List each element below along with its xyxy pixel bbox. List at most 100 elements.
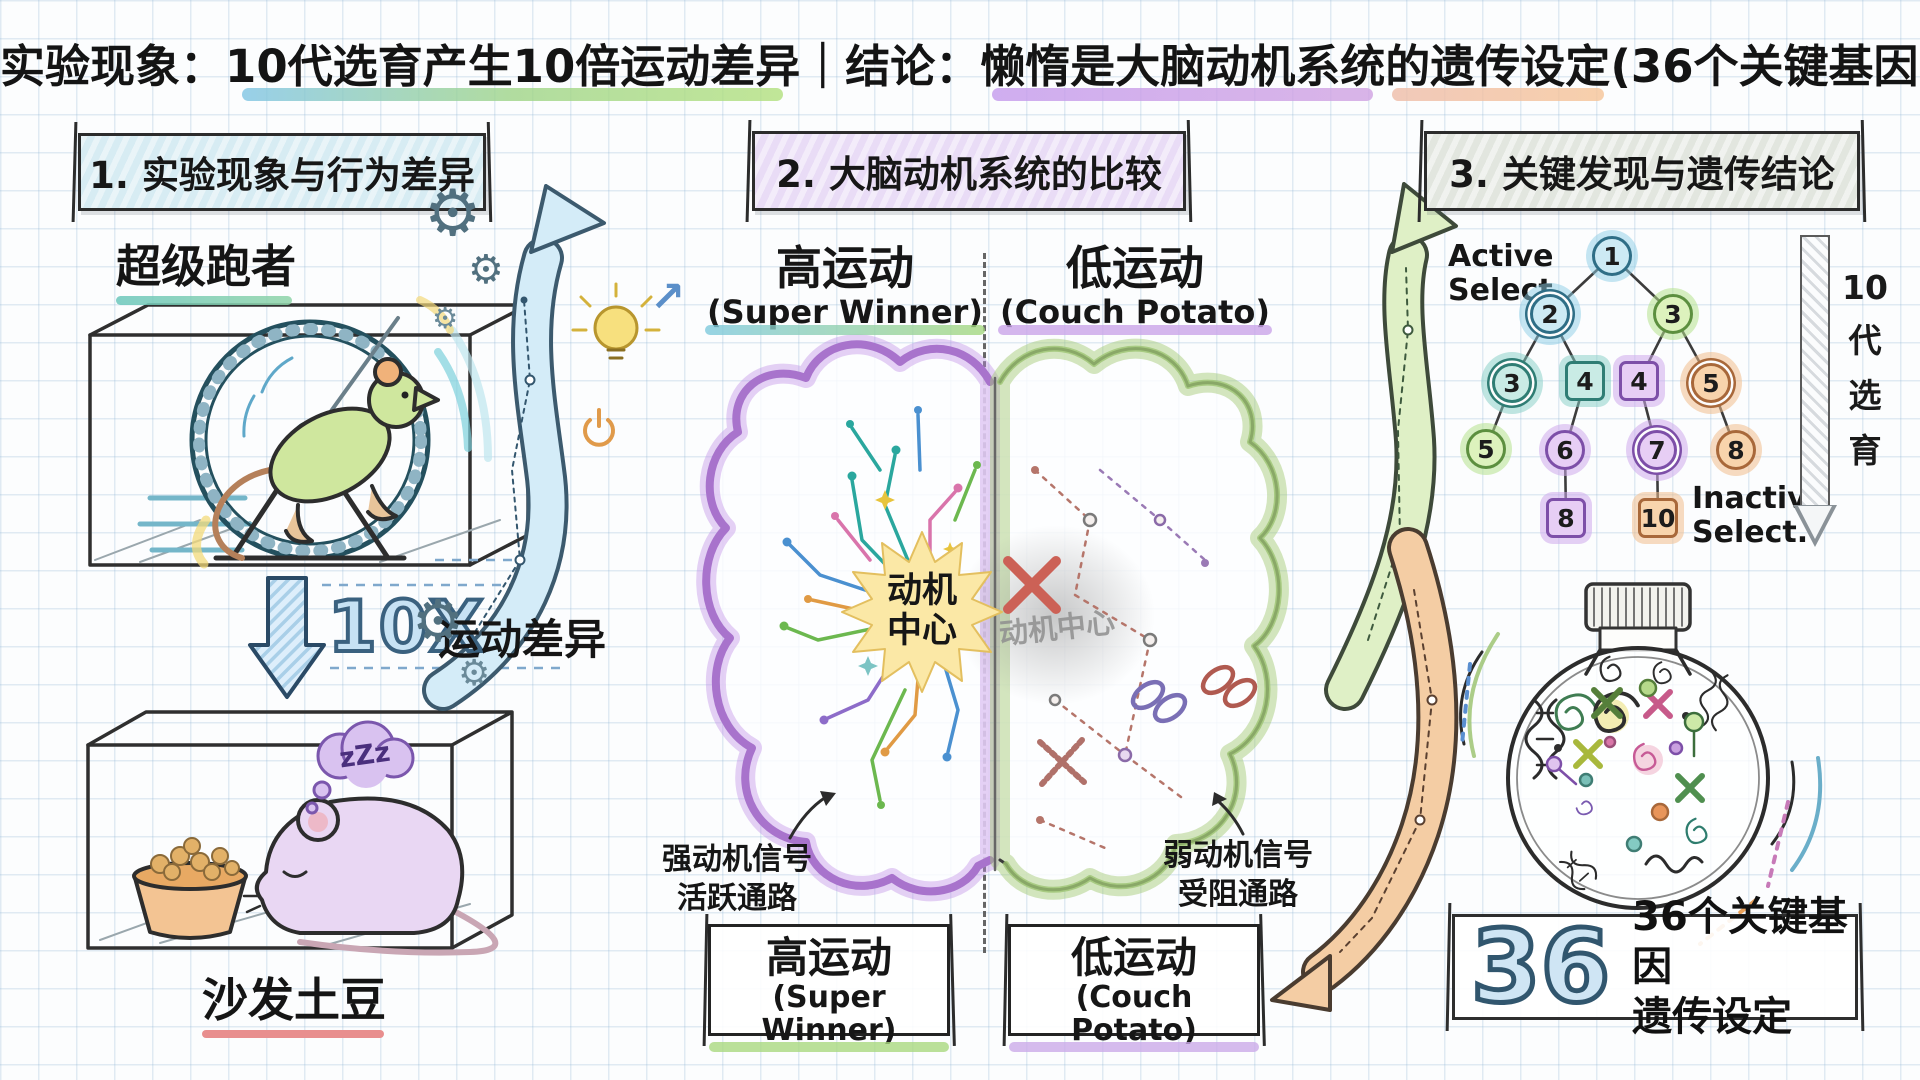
food-bowl — [132, 837, 248, 940]
section3-header: 3. 关键发现与遗传结论 — [1424, 131, 1860, 211]
tree-node: 4 — [1565, 361, 1605, 401]
motivation-center-label-line2: 中心 — [887, 611, 957, 651]
couch-label: 沙发土豆 — [202, 964, 386, 1038]
gene-caption-line1: 36个关键基因 — [1632, 894, 1848, 990]
zzz-text: zZz — [337, 737, 392, 775]
tree-node: 3 — [1492, 363, 1532, 403]
high-activity-box: 高运动 (Super Winner) — [708, 924, 950, 1053]
strong-signal-caption: 强动机信号 活跃通路 — [632, 840, 842, 918]
low-activity-box-title: 低运动 — [1070, 933, 1197, 982]
section1-header-label: 1. 实验现象与行为差异 — [89, 154, 475, 197]
inactive-select-line2: Select. — [1692, 514, 1809, 550]
tree-node: 7 — [1637, 430, 1677, 470]
runner-cage — [88, 303, 530, 567]
weak-signal-line2: 受阻通路 — [1178, 877, 1298, 912]
gene-dot-icons — [1545, 678, 1705, 853]
high-activity-subtitle: (Super Winner) — [705, 292, 985, 336]
motivation-circuits — [779, 406, 981, 809]
lightbulb-icon — [571, 282, 661, 360]
brain-right-outline — [990, 338, 1289, 900]
tree-node: 5 — [1466, 429, 1506, 469]
low-activity-box: 低运动 (Couch Potato) — [1008, 924, 1260, 1053]
title-segment: ｜结论： — [800, 40, 981, 93]
generation-label-char: 代 — [1848, 321, 1882, 360]
section2-header: 2. 大脑动机系统的比较 — [752, 131, 1186, 211]
gear-icon: ⚙ — [424, 177, 482, 251]
tree-node: 3 — [1653, 294, 1693, 334]
generation-label-char: 选 — [1848, 376, 1882, 415]
multiplier-caption: 运动差异 — [438, 615, 607, 664]
high-activity-box-title: 高运动 — [765, 933, 892, 982]
gear-icon: ⚙ — [432, 301, 458, 335]
spiral-icons — [1554, 655, 1708, 845]
caption-arrows — [788, 791, 1245, 840]
generation-arrow-label: 10 代选育 — [1842, 268, 1888, 472]
motivation-starburst — [841, 531, 1003, 693]
broken-chain-icon — [1130, 664, 1258, 724]
motivation-center-faded-label: 动机中心 — [997, 605, 1116, 651]
title-segment: 懒惰是大脑动机系统 — [980, 30, 1385, 101]
high-activity-box-subtitle: (Super Winner) — [709, 981, 949, 1053]
gene-caption-line2: 遗传设定 — [1632, 994, 1793, 1040]
blocked-network — [1031, 466, 1209, 850]
tree-node: 8 — [1546, 498, 1586, 538]
high-activity-heading: 高运动 (Super Winner) — [685, 241, 1005, 336]
wheel-motion-lines — [137, 296, 492, 569]
couch-mouse — [242, 796, 499, 956]
high-activity-title: 高运动 — [776, 241, 914, 295]
motivation-center-label-line1: 动机 — [887, 571, 957, 611]
gear-icon: ⚙ — [468, 247, 504, 293]
active-select-line1: Active — [1448, 239, 1554, 274]
gene-caption: 36个关键基因 遗传设定 — [1632, 892, 1855, 1042]
diagonal-arrow-icon: ↗ — [650, 272, 686, 321]
weak-signal-caption: 弱动机信号 受阻通路 — [1133, 836, 1343, 914]
multiplier-value: 10X — [326, 584, 486, 670]
section2-divider-line — [983, 253, 986, 953]
flow-arrow-orange — [1270, 527, 1459, 1012]
blocked-x-icon — [1003, 556, 1061, 614]
strong-signal-line2: 活跃通路 — [677, 881, 797, 916]
low-activity-heading: 低运动 (Couch Potato) — [985, 241, 1285, 336]
dna-icon — [1524, 670, 1729, 891]
title-segment: (36个关键基因) — [1610, 40, 1920, 93]
tree-node: 10 — [1638, 498, 1678, 538]
runner-label: 超级跑者 — [116, 230, 296, 305]
low-activity-subtitle: (Couch Potato) — [998, 292, 1272, 336]
gene-result-box: 36 36个关键基因 遗传设定 — [1452, 894, 1858, 1040]
blocked-x-sketch-icon — [1037, 737, 1087, 787]
main-title: 实验现象：10代选育产生10倍运动差异｜结论：懒惰是大脑动机系统的遗传设定 (3… — [0, 30, 1920, 101]
low-activity-title: 低运动 — [1066, 241, 1204, 295]
gene-flask — [1459, 582, 1823, 946]
gear-icon: ⚙ — [412, 587, 464, 655]
brain-left-outline — [696, 334, 1000, 902]
tree-node: 5 — [1691, 363, 1731, 403]
gene-count-number: 36 — [1468, 908, 1612, 1025]
title-segment: 的遗传设定 — [1385, 30, 1610, 101]
weak-signal-line1: 弱动机信号 — [1163, 838, 1313, 873]
tree-node: 2 — [1530, 294, 1570, 334]
x-marker-icons — [1573, 687, 1705, 803]
couch-cage — [86, 710, 514, 950]
runner-mouse — [212, 357, 440, 561]
sleep-bubble: zZz — [305, 720, 415, 815]
gear-icon: ⚙ — [458, 653, 491, 694]
section1-header: 1. 实验现象与行为差异 — [78, 133, 486, 211]
section3-header-label: 3. 关键发现与遗传结论 — [1449, 153, 1835, 196]
generation-label-char: 10 — [1842, 268, 1888, 307]
brain: 动机 中心 动机中心 — [696, 334, 1289, 902]
power-icon — [583, 408, 615, 447]
tree-node: 8 — [1716, 430, 1756, 470]
generation-arrow — [1800, 235, 1830, 507]
running-wheel — [189, 316, 431, 561]
tree-node: 4 — [1619, 361, 1659, 401]
sparkle-icons — [858, 490, 957, 676]
title-segment: 10代选育产生10倍运动差异 — [225, 30, 800, 101]
title-segment: 实验现象： — [0, 40, 226, 93]
tree-node: 6 — [1545, 430, 1585, 470]
section2-header-label: 2. 大脑动机系统的比较 — [776, 153, 1162, 196]
generation-arrow-head — [1793, 505, 1837, 547]
generation-label-char: 育 — [1848, 431, 1882, 470]
low-activity-box-subtitle: (Couch Potato) — [1009, 981, 1259, 1053]
